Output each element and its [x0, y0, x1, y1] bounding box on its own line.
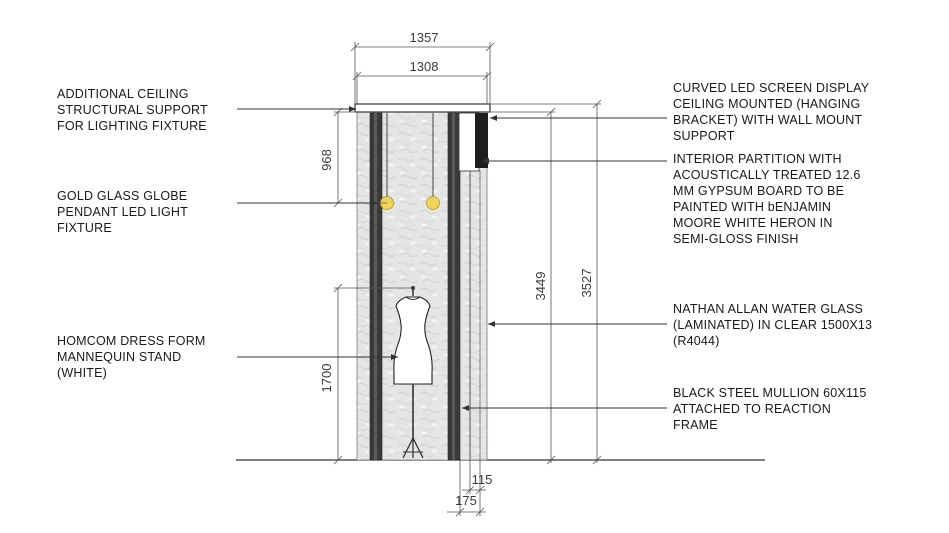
dim-partition-offset: 115: [472, 472, 493, 487]
note-led-screen: CURVED LED SCREEN DISPLAY CEILING MOUNTE…: [673, 81, 873, 143]
dim-mullion-offset: 175: [455, 493, 477, 508]
dim-overall-width: 1357: [410, 30, 439, 45]
note-mannequin: HOMCOM DRESS FORM MANNEQUIN STAND (WHITE…: [57, 334, 209, 380]
pendant-globe-right: [426, 196, 440, 210]
note-mullion: BLACK STEEL MULLION 60X115 ATTACHED TO R…: [673, 386, 870, 432]
dim-glass-height: 3449: [533, 272, 548, 301]
note-pendant-light: GOLD GLASS GLOBE PENDANT LED LIGHT FIXTU…: [57, 189, 191, 235]
dim-pendant-drop: 968: [319, 149, 334, 171]
note-partition: INTERIOR PARTITION WITH ACOUSTICALLY TRE…: [673, 152, 864, 246]
dim-glass-width: 1308: [410, 59, 439, 74]
mannequin-dress-form: [393, 286, 433, 459]
right-mullion-inner-edge: [452, 113, 455, 460]
left-mullion-inner-edge: [374, 113, 377, 460]
curved-led-screen: [475, 113, 488, 168]
dim-mannequin-height: 1700: [319, 364, 334, 393]
dim-overall-height: 3527: [579, 269, 594, 298]
ceiling-support-beam: [354, 103, 491, 113]
note-water-glass: NATHAN ALLAN WATER GLASS (LAMINATED) IN …: [673, 302, 876, 348]
note-ceiling-support: ADDITIONAL CEILING STRUCTURAL SUPPORT FO…: [57, 87, 211, 133]
